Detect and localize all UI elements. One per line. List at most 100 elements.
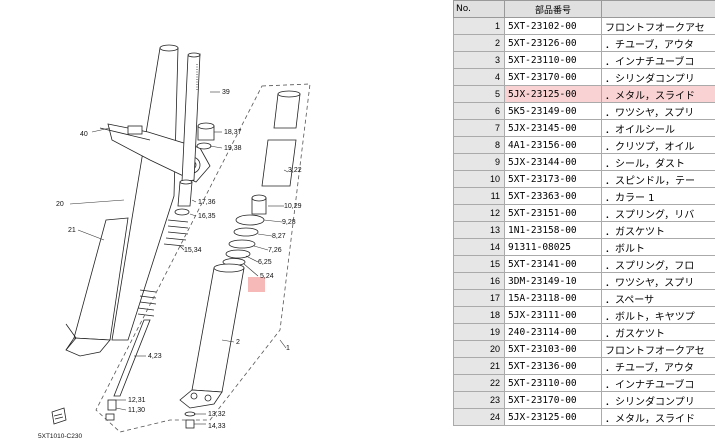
- header-part-number: 部品番号: [504, 0, 602, 18]
- row-number: 20: [453, 340, 505, 358]
- part-name: ．ボルト，キヤツプ: [601, 306, 715, 324]
- part-name: ．スプリング，フロ: [601, 255, 715, 273]
- table-header-row: No. 部品番号: [453, 0, 715, 18]
- row-number: 23: [453, 391, 505, 409]
- label-9-28: 9,28: [282, 219, 296, 226]
- cap-bolt: [196, 122, 215, 150]
- row-number: 15: [453, 255, 505, 273]
- orientation-icon: [51, 407, 67, 425]
- part-name: ．ワツシヤ，スプリ: [601, 272, 715, 290]
- label-16-35: 16,35: [198, 213, 216, 220]
- label-21: 21: [68, 227, 76, 234]
- part-number: 5XT-23170-00: [504, 391, 602, 409]
- row-number: 2: [453, 34, 505, 52]
- row-number: 10: [453, 170, 505, 188]
- assembly-outline: [95, 83, 311, 433]
- row-number: 5: [453, 85, 505, 103]
- spacer: [177, 179, 193, 207]
- label-10-29: 10,29: [284, 203, 302, 210]
- outer-tube: [179, 263, 245, 409]
- label-7-26: 7,26: [268, 247, 282, 254]
- highlight-marker: [248, 277, 265, 292]
- rebound-spring: [137, 289, 157, 317]
- part-number: 3DM-23149-10: [504, 272, 602, 290]
- part-number: 4A1-23156-00: [504, 136, 602, 154]
- row-number: 18: [453, 306, 505, 324]
- label-19-38: 19,38: [224, 145, 242, 152]
- part-name: ．チユーブ，アウタ: [601, 34, 715, 52]
- row-number: 1: [453, 17, 505, 35]
- row-number: 8: [453, 136, 505, 154]
- part-name: ．スピンドル，テー: [601, 170, 715, 188]
- part-number: 5XT-23136-00: [504, 357, 602, 375]
- part-number: 5XT-23126-00: [504, 34, 602, 52]
- row-number: 17: [453, 289, 505, 307]
- stem-shaft: [181, 52, 201, 183]
- row-number: 7: [453, 119, 505, 137]
- label-15-34: 15,34: [184, 247, 202, 254]
- part-number: 5XT-23102-00: [504, 17, 602, 35]
- diagram-code: 5XT1010-C230: [38, 433, 82, 440]
- row-number: 13: [453, 221, 505, 239]
- fork-assembly-left: [65, 44, 179, 357]
- row-number: 6: [453, 102, 505, 120]
- part-name: ．スペーサ: [601, 289, 715, 307]
- row-number: 14: [453, 238, 505, 256]
- row-number: 12: [453, 204, 505, 222]
- label-12-31: 12,31: [128, 397, 146, 404]
- row-number: 9: [453, 153, 505, 171]
- part-number: 1N1-23158-00: [504, 221, 602, 239]
- label-6-25: 6,25: [258, 259, 272, 266]
- part-number: 15A-23118-00: [504, 289, 602, 307]
- part-name: ．シール，ダスト: [601, 153, 715, 171]
- part-number: 5JX-23144-00: [504, 153, 602, 171]
- part-name: ．ガスケツト: [601, 221, 715, 239]
- part-number: 5JX-23111-00: [504, 306, 602, 324]
- row-number: 16: [453, 272, 505, 290]
- part-number: 5XT-23363-00: [504, 187, 602, 205]
- damper-cylinder: [105, 319, 151, 421]
- row-number: 22: [453, 374, 505, 392]
- label-3-22: 3,22: [288, 167, 302, 174]
- label-2: 2: [236, 339, 240, 346]
- part-number: 240-23114-00: [504, 323, 602, 341]
- label-14-33: 14,33: [208, 423, 226, 430]
- label-5-24: 5,24: [260, 273, 274, 280]
- spring-washer: [174, 208, 190, 216]
- part-name: ．ガスケツト: [601, 323, 715, 341]
- header-part-name: [601, 0, 715, 18]
- part-number: 5JX-23125-00: [504, 408, 602, 426]
- part-number: 5K5-23149-00: [504, 102, 602, 120]
- inner-tube: [261, 90, 301, 187]
- part-name: ．カラー 1: [601, 187, 715, 205]
- header-no: No.: [453, 0, 505, 18]
- fork-spring: [163, 219, 189, 247]
- label-8-27: 8,27: [272, 233, 286, 240]
